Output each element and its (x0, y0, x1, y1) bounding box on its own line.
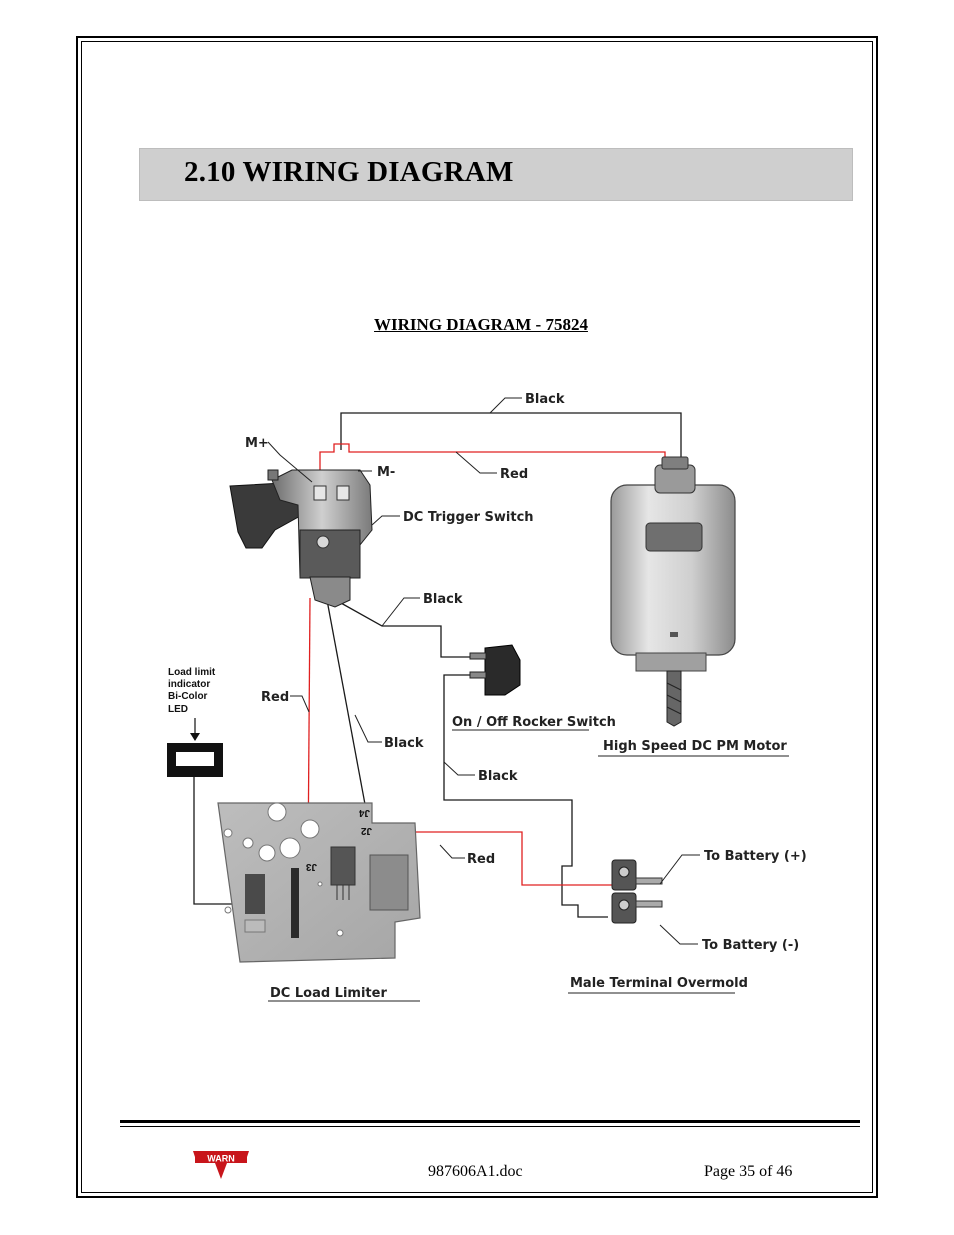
label-led-line3: Bi-Color (168, 691, 208, 702)
footer-page-number: Page 35 of 46 (704, 1163, 793, 1180)
label-led-line1: Load limit (168, 667, 216, 678)
wire-black-switch-limiter (326, 599, 368, 816)
wire-red-switch-motor (319, 443, 666, 490)
wire-red-limiter-terminal (370, 831, 612, 886)
on-off-rocker-switch (469, 644, 521, 696)
connector-j3-label: J3 (305, 861, 317, 872)
label-m-plus: M+ (245, 436, 269, 451)
label-high-speed-motor: High Speed DC PM Motor (603, 739, 787, 754)
dc-load-limiter (217, 802, 421, 963)
wire-black-switch-rocker (331, 597, 485, 658)
leader-lines (267, 397, 789, 1002)
label-led-line4: LED (168, 704, 188, 715)
connector-j4-label: J4 (358, 807, 370, 818)
warn-logo: WARN (193, 1151, 249, 1179)
label-black-lower: Black (478, 769, 518, 784)
page-border-inner (81, 41, 873, 1193)
dc-trigger-switch (229, 469, 373, 608)
svg-text:WARN: WARN (207, 1154, 235, 1164)
connector-j2-label: J2 (360, 825, 372, 836)
label-to-battery-negative: To Battery (-) (702, 938, 799, 953)
label-on-off-rocker-switch: On / Off Rocker Switch (452, 715, 616, 730)
label-dc-load-limiter: DC Load Limiter (270, 986, 387, 1001)
footer-doc-name: 987606A1.doc (428, 1163, 523, 1180)
page-border-outer (76, 36, 878, 1198)
label-m-minus: M- (377, 465, 395, 480)
section-heading-band (139, 148, 853, 201)
dc-pm-motor (610, 456, 736, 727)
label-red-top: Red (500, 467, 528, 482)
footer-rule-thick (120, 1120, 860, 1123)
wire-black-switch-motor (340, 412, 682, 462)
bi-color-led (167, 718, 223, 777)
male-terminal-overmold (611, 859, 663, 924)
label-black-mid: Black (423, 592, 463, 607)
label-black-left: Black (384, 736, 424, 751)
label-led-line2: indicator (168, 679, 210, 690)
label-to-battery-positive: To Battery (+) (704, 849, 807, 864)
diagram-title: WIRING DIAGRAM - 75824 (374, 315, 588, 334)
label-black-top: Black (525, 392, 565, 407)
section-title: 2.10 WIRING DIAGRAM (184, 156, 514, 188)
footer-rule-thin (120, 1126, 860, 1127)
label-dc-trigger-switch: DC Trigger Switch (403, 510, 534, 525)
label-red-left: Red (261, 690, 289, 705)
wire-black-rocker-terminal (443, 674, 608, 918)
label-male-terminal-overmold: Male Terminal Overmold (570, 976, 748, 991)
label-red-lower: Red (467, 852, 495, 867)
